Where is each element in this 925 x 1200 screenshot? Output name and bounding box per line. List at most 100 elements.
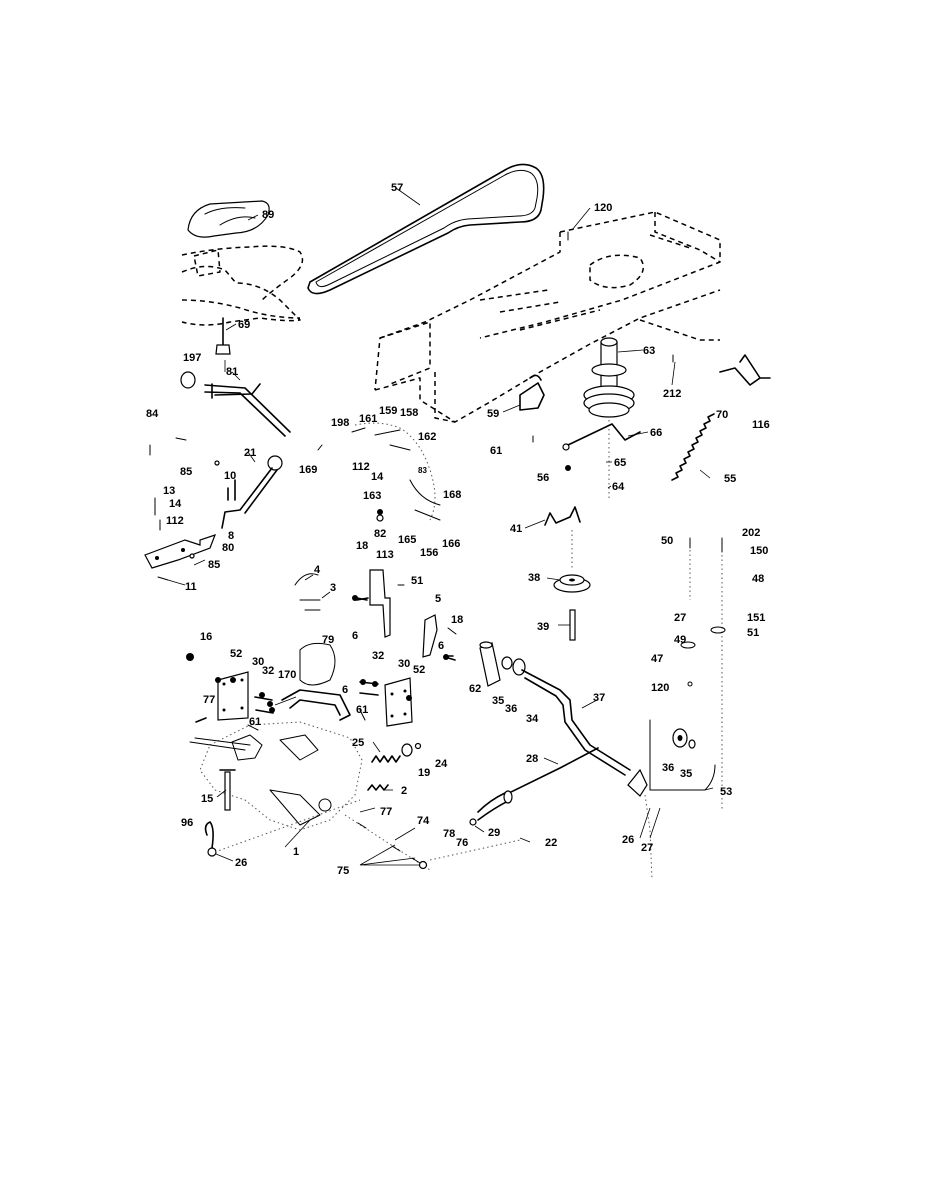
callout-11: 11 [185,581,197,593]
frame-outline [374,211,721,423]
callout-51-b: 51 [747,627,759,639]
gear-linkage-cluster [351,422,441,522]
right-washers [672,728,696,749]
callout-89: 89 [262,209,274,221]
callout-29: 29 [488,827,500,839]
pedal-shaft [479,641,631,776]
callout-62: 62 [469,683,481,695]
callout-120-right: 120 [651,682,669,694]
callout-27-b: 27 [641,842,653,854]
callout-3: 3 [330,582,336,594]
belt-guide-bracket [519,374,545,411]
callout-161: 161 [359,413,377,425]
callout-74: 74 [417,815,430,827]
callout-53: 53 [720,786,732,798]
callout-159: 159 [379,405,397,417]
callout-26-a: 26 [622,834,634,846]
callout-41: 41 [510,523,522,535]
callout-39: 39 [537,621,549,633]
callout-1: 1 [293,846,299,858]
callout-84: 84 [146,408,159,420]
small-fasteners [149,231,674,731]
callout-36-a: 36 [505,703,517,715]
callout-198: 198 [331,417,349,429]
idler-spring-bracket [719,354,771,386]
callout-48: 48 [752,573,764,585]
callout-57: 57 [391,182,403,194]
callout-56: 56 [537,472,549,484]
callout-76: 76 [456,837,468,849]
callout-52-b: 52 [413,664,425,676]
extension-spring [671,413,715,481]
callout-81: 81 [226,366,238,378]
callout-38: 38 [528,572,540,584]
callout-85-b: 85 [208,559,220,571]
callout-79: 79 [322,634,334,646]
callout-35-b: 35 [680,768,692,780]
callout-24: 24 [435,758,448,770]
callout-61-c: 61 [249,716,261,728]
callout-25: 25 [352,737,364,749]
callout-8: 8 [228,530,234,542]
shift-shaft-assembly [180,317,291,437]
drive-belt [307,163,545,295]
shift-lever [221,455,283,529]
callout-52-a: 52 [230,648,242,660]
callout-51-a: 51 [411,575,423,587]
callout-10: 10 [224,470,236,482]
callout-15: 15 [201,793,213,805]
callout-113: 113 [376,549,394,561]
callout-61-a: 61 [490,445,502,457]
callout-78: 78 [443,828,455,840]
callout-170: 170 [278,669,296,681]
bolts-32 [254,679,379,714]
callout-165: 165 [398,534,416,546]
callout-59: 59 [487,408,499,420]
transaxle [189,573,363,831]
callout-77-b: 77 [380,806,392,818]
belt-keeper-rod [562,423,641,451]
callout-212: 212 [663,388,681,400]
callout-36-b: 36 [662,762,674,774]
callout-28: 28 [526,753,538,765]
mounting-plate-left [215,671,249,721]
callout-158: 158 [400,407,418,419]
callout-63: 63 [643,345,655,357]
callout-112-a: 112 [352,461,370,473]
callout-55: 55 [724,473,736,485]
callout-80: 80 [222,542,234,554]
callout-77-a: 77 [203,694,215,706]
callout-26-b: 26 [235,857,247,869]
callout-6-b: 6 [438,640,444,652]
idler-pulley [553,574,591,641]
callout-70: 70 [716,409,728,421]
callout-66: 66 [650,427,662,439]
callout-18-b: 18 [451,614,463,626]
callout-197: 197 [183,352,201,364]
springs-25-2 [367,742,422,791]
callout-150: 150 [750,545,768,557]
callout-65: 65 [614,457,626,469]
callout-2: 2 [401,785,407,797]
callout-19: 19 [418,767,430,779]
callout-166: 166 [442,538,460,550]
callout-156: 156 [420,547,438,559]
callout-116: 116 [752,419,770,431]
callout-37: 37 [593,692,605,704]
callout-14-b: 14 [169,498,182,510]
callout-35-a: 35 [492,695,504,707]
callout-168: 168 [443,489,461,501]
callout-83: 83 [418,466,427,475]
callout-169: 169 [299,464,317,476]
lever-mount-bracket [144,534,217,569]
brake-arm [627,768,653,881]
callout-64: 64 [612,481,625,493]
callout-27-a: 27 [674,612,686,624]
callout-163: 163 [363,490,381,502]
callout-82: 82 [374,528,386,540]
callout-32-b: 32 [262,665,274,677]
callout-22: 22 [545,837,557,849]
callout-75: 75 [337,865,349,877]
callout-61-b: 61 [356,704,368,716]
